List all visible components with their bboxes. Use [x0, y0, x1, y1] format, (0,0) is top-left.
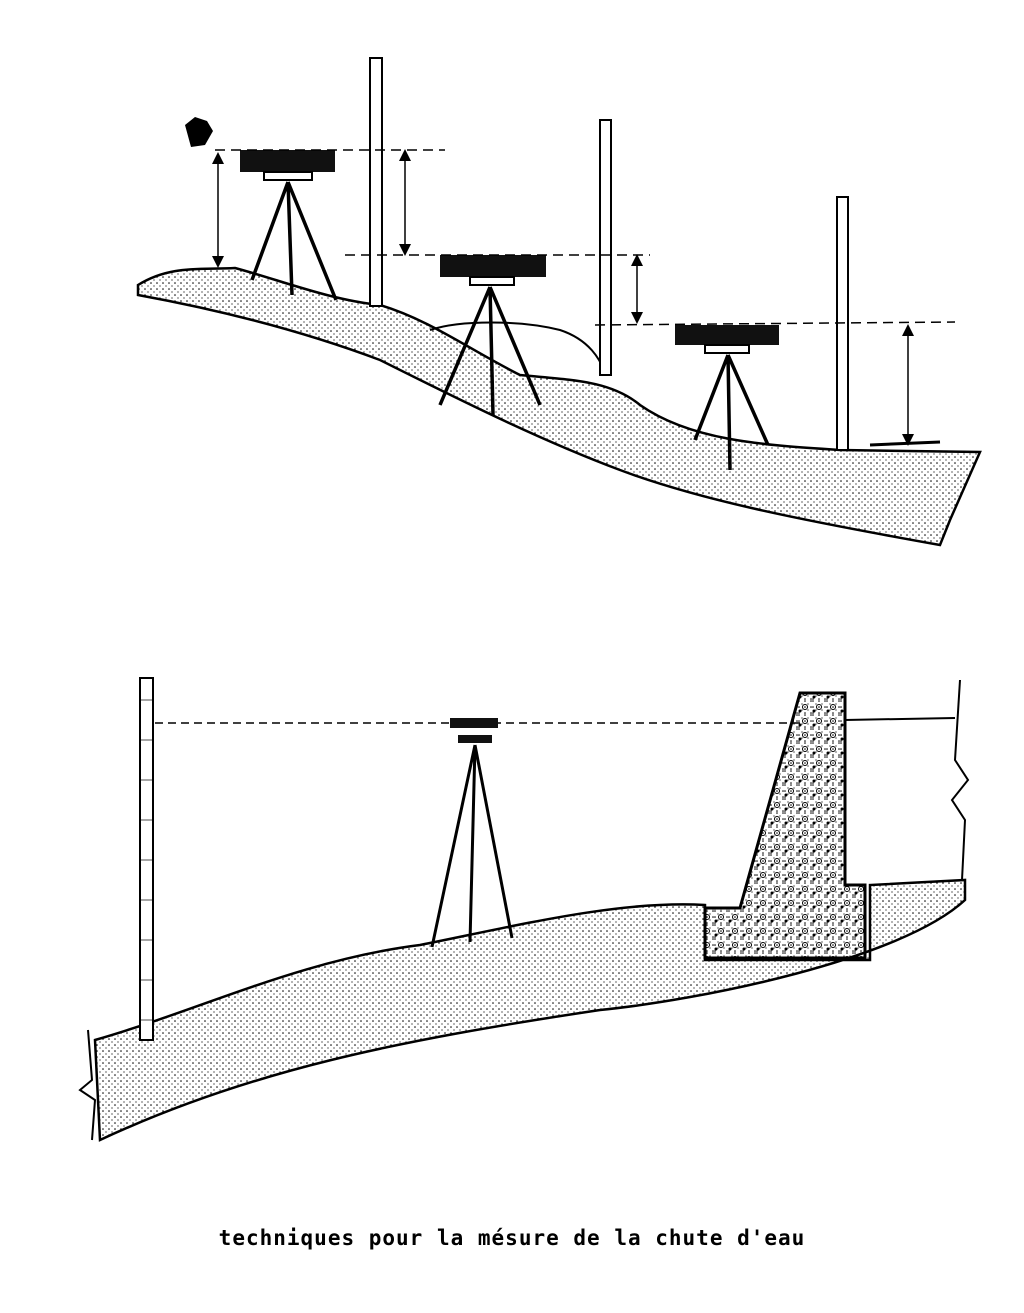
- dam-scene: [78, 677, 970, 1142]
- level-instrument: [430, 718, 514, 948]
- sight-lines: [215, 149, 956, 326]
- staff-2: [599, 119, 612, 376]
- bush: [185, 117, 213, 147]
- ground-profile: [93, 878, 967, 1142]
- staff-1: [369, 57, 383, 307]
- dam: [703, 691, 867, 960]
- slope-ground: [136, 266, 982, 547]
- height-arrows: [212, 149, 914, 446]
- measuring-staff: [139, 677, 154, 1041]
- reservoir-water: [844, 717, 956, 721]
- level-instrument-2: [438, 255, 546, 416]
- caption: techniques pour la mésure de la chute d'…: [218, 1226, 806, 1250]
- level-instrument-1: [240, 150, 338, 301]
- hillside-scene: [136, 57, 982, 547]
- level-instrument-3: [675, 325, 779, 471]
